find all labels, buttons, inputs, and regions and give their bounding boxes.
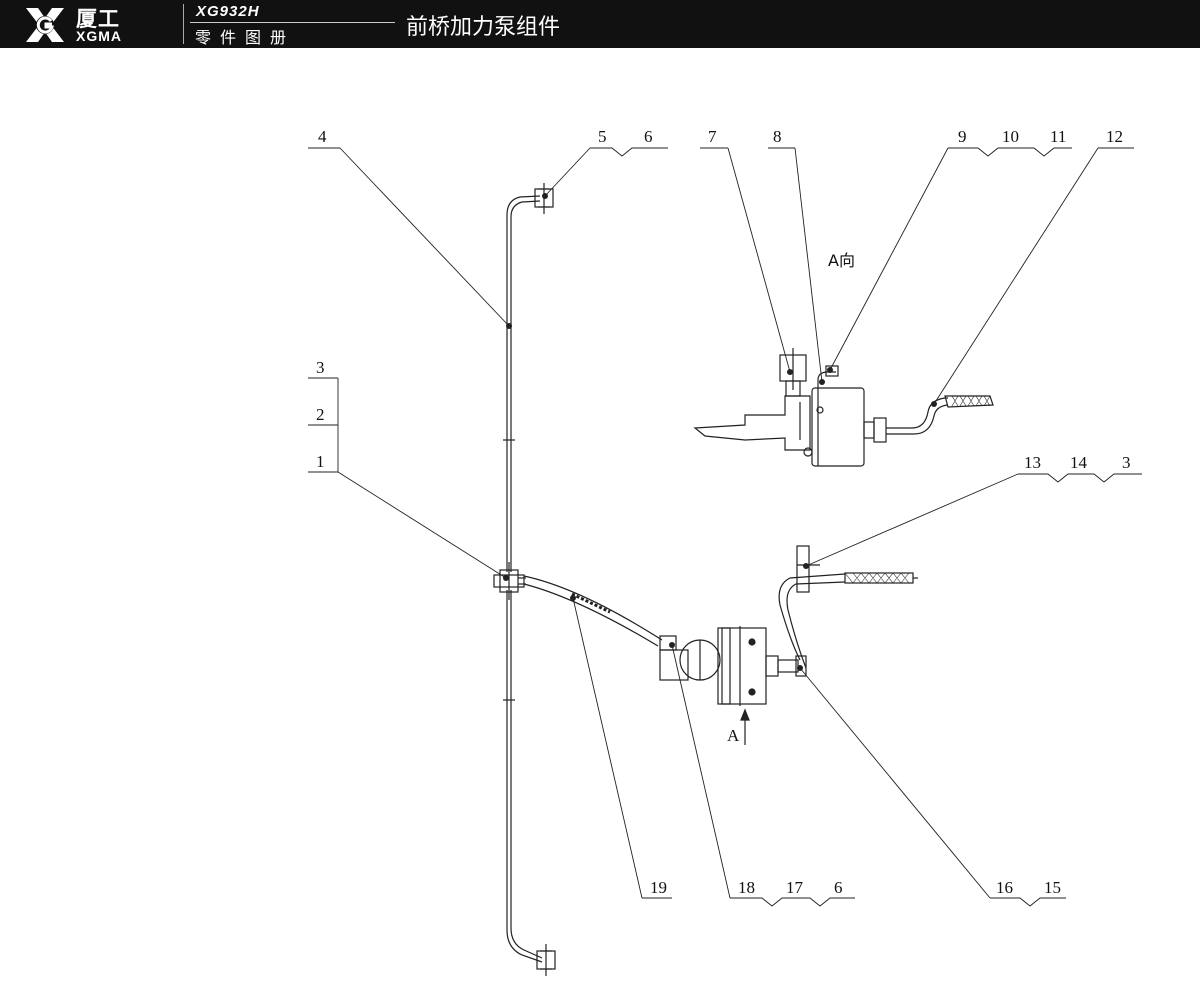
callout-13: 13 — [1024, 453, 1041, 472]
brand-name-en: XGMA — [76, 28, 122, 44]
view-direction-arrow — [740, 708, 750, 745]
booster-pump-a-view — [693, 348, 994, 467]
callout-3-left: 3 — [316, 358, 325, 377]
callout-2: 2 — [316, 405, 325, 424]
view-arrow-label: A — [727, 726, 740, 745]
view-a-label: A向 — [828, 251, 855, 270]
leader-dots — [503, 193, 937, 671]
callout-18: 18 — [738, 878, 755, 897]
callout-9: 9 — [958, 127, 967, 146]
brake-hose — [523, 575, 677, 651]
callout-15: 15 — [1044, 878, 1061, 897]
callout-17: 17 — [786, 878, 804, 897]
callout-3-right: 3 — [1122, 453, 1131, 472]
callout-12: 12 — [1106, 127, 1123, 146]
callout-7: 7 — [708, 127, 717, 146]
leader-lines — [308, 147, 1142, 907]
header-divider — [183, 4, 184, 44]
callout-16: 16 — [996, 878, 1013, 897]
tee-fitting — [493, 562, 526, 600]
model-rule — [190, 22, 395, 23]
lower-bolt-fitting — [536, 944, 556, 976]
callout-10: 10 — [1002, 127, 1019, 146]
callout-5: 5 — [598, 127, 607, 146]
catalog-label: 零件图册 — [195, 28, 296, 47]
brake-pipe-vertical — [503, 195, 543, 963]
callout-11: 11 — [1050, 127, 1066, 146]
callout-6-top: 6 — [644, 127, 653, 146]
booster-pump-main-view — [659, 545, 918, 706]
header-bar: 厦工 XGMA XG932H 零件图册 前桥加力泵组件 — [0, 0, 1200, 48]
callout-1: 1 — [316, 452, 325, 471]
brand-name-cn: 厦工 — [76, 7, 120, 31]
callout-4: 4 — [318, 127, 327, 146]
callout-8: 8 — [773, 127, 782, 146]
callout-14: 14 — [1070, 453, 1088, 472]
callout-19: 19 — [650, 878, 667, 897]
model-number: XG932H — [196, 3, 260, 20]
xgma-logo-icon — [26, 8, 64, 42]
page-title: 前桥加力泵组件 — [406, 15, 561, 40]
callout-6-bottom: 6 — [834, 878, 843, 897]
